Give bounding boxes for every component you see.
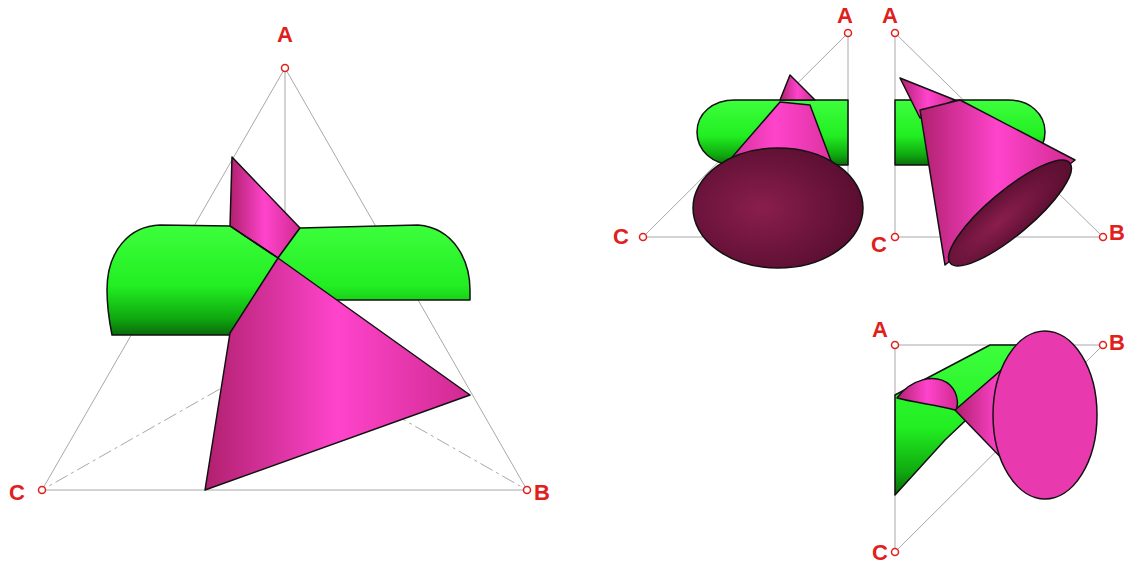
point-label: B [1109, 332, 1125, 354]
point-label: B [1109, 222, 1125, 244]
point-label: C [872, 542, 888, 564]
point-label: A [837, 5, 853, 27]
point-label: C [613, 226, 629, 248]
point-label: A [882, 5, 898, 27]
point-label: A [872, 319, 888, 341]
point-label: A [277, 24, 293, 46]
point-label: C [9, 482, 25, 504]
point-label: B [534, 482, 550, 504]
point-label: C [871, 234, 887, 256]
